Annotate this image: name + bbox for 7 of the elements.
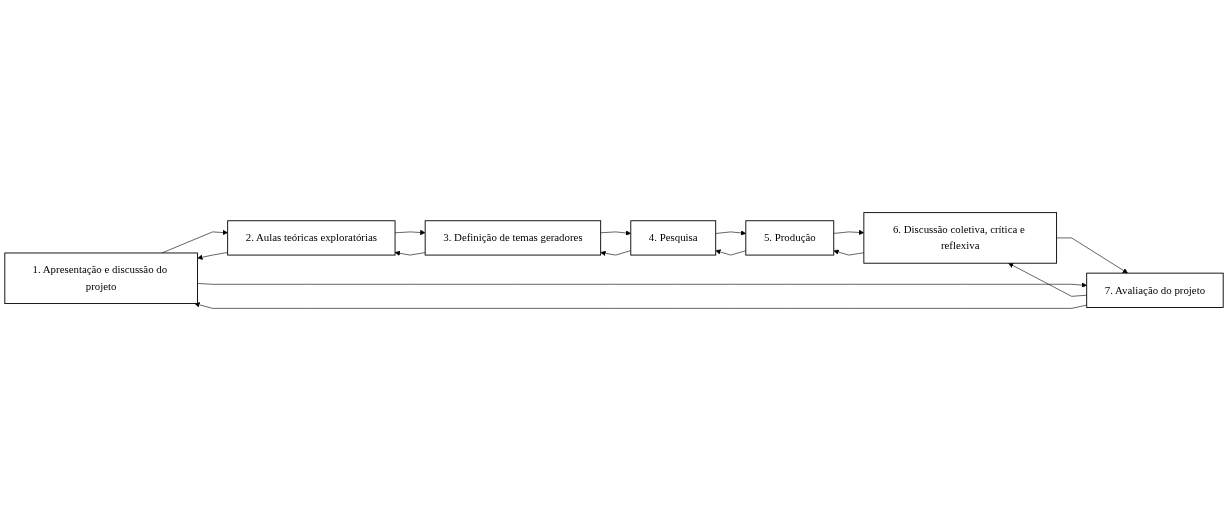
node-box: 3. Definição de temas geradores bbox=[424, 220, 602, 256]
node-box: 6. Discussão coletiva, crítica e reflexiva bbox=[863, 212, 1058, 264]
node-box: 7. Avaliação do projeto bbox=[1086, 272, 1224, 308]
node-box: 4. Pesquisa bbox=[630, 220, 717, 256]
node-box: 2. Aulas teóricas exploratórias bbox=[227, 220, 396, 256]
node-box: 1. Apresentação e discussão do projeto bbox=[4, 252, 198, 304]
node-box: 5. Produção bbox=[745, 220, 835, 256]
